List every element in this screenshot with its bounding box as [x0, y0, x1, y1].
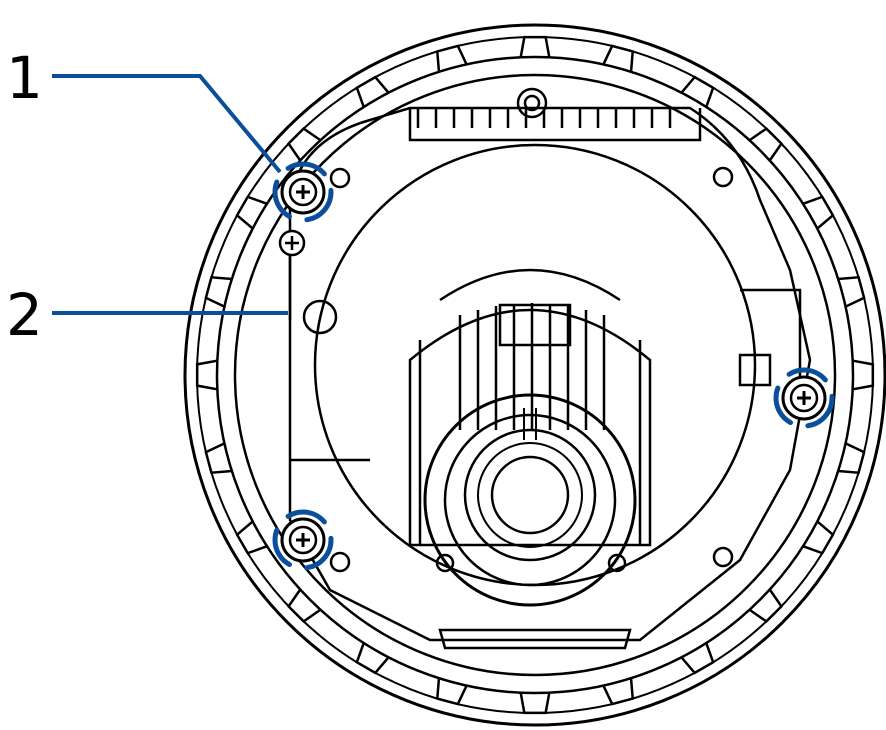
- housing-ribs: [195, 35, 875, 715]
- housing-rib: [802, 520, 835, 555]
- callout-highlight-rings: [272, 161, 835, 571]
- housing-rib: [435, 678, 468, 706]
- housing-rib: [235, 520, 268, 555]
- housing-rib: [680, 75, 715, 108]
- housing-rib: [519, 35, 551, 58]
- housing-rib: [519, 692, 551, 715]
- tether-screw-icon: [278, 229, 306, 257]
- housing-rib: [195, 359, 218, 391]
- housing-rib: [435, 44, 468, 72]
- screw-icon[interactable]: [280, 169, 326, 215]
- housing-rib: [680, 642, 715, 675]
- screw-icon[interactable]: [280, 517, 326, 563]
- housing-rib: [802, 195, 835, 230]
- housing-rib: [204, 442, 232, 475]
- housing-rib: [355, 642, 390, 675]
- housing-rib: [748, 588, 784, 624]
- mounting-plate: [233, 73, 837, 677]
- callout-leaders: [52, 74, 288, 315]
- housing-rib: [838, 275, 866, 308]
- housing-rib: [748, 126, 784, 162]
- camera-lens-icon: [423, 393, 637, 607]
- housing-rib: [286, 588, 322, 624]
- housing-rib: [602, 678, 635, 706]
- housing-rib: [204, 275, 232, 308]
- screw-icon[interactable]: [781, 375, 827, 421]
- housing-rib: [355, 75, 390, 108]
- housing-rib: [838, 442, 866, 475]
- callout-number-1: 1: [6, 44, 43, 112]
- camera-gimbal: [313, 143, 757, 587]
- callout-number-2: 2: [6, 281, 43, 349]
- housing-rib: [852, 359, 875, 391]
- housing-rib: [602, 44, 635, 72]
- housing-rib: [286, 126, 322, 162]
- housing-rib: [235, 195, 268, 230]
